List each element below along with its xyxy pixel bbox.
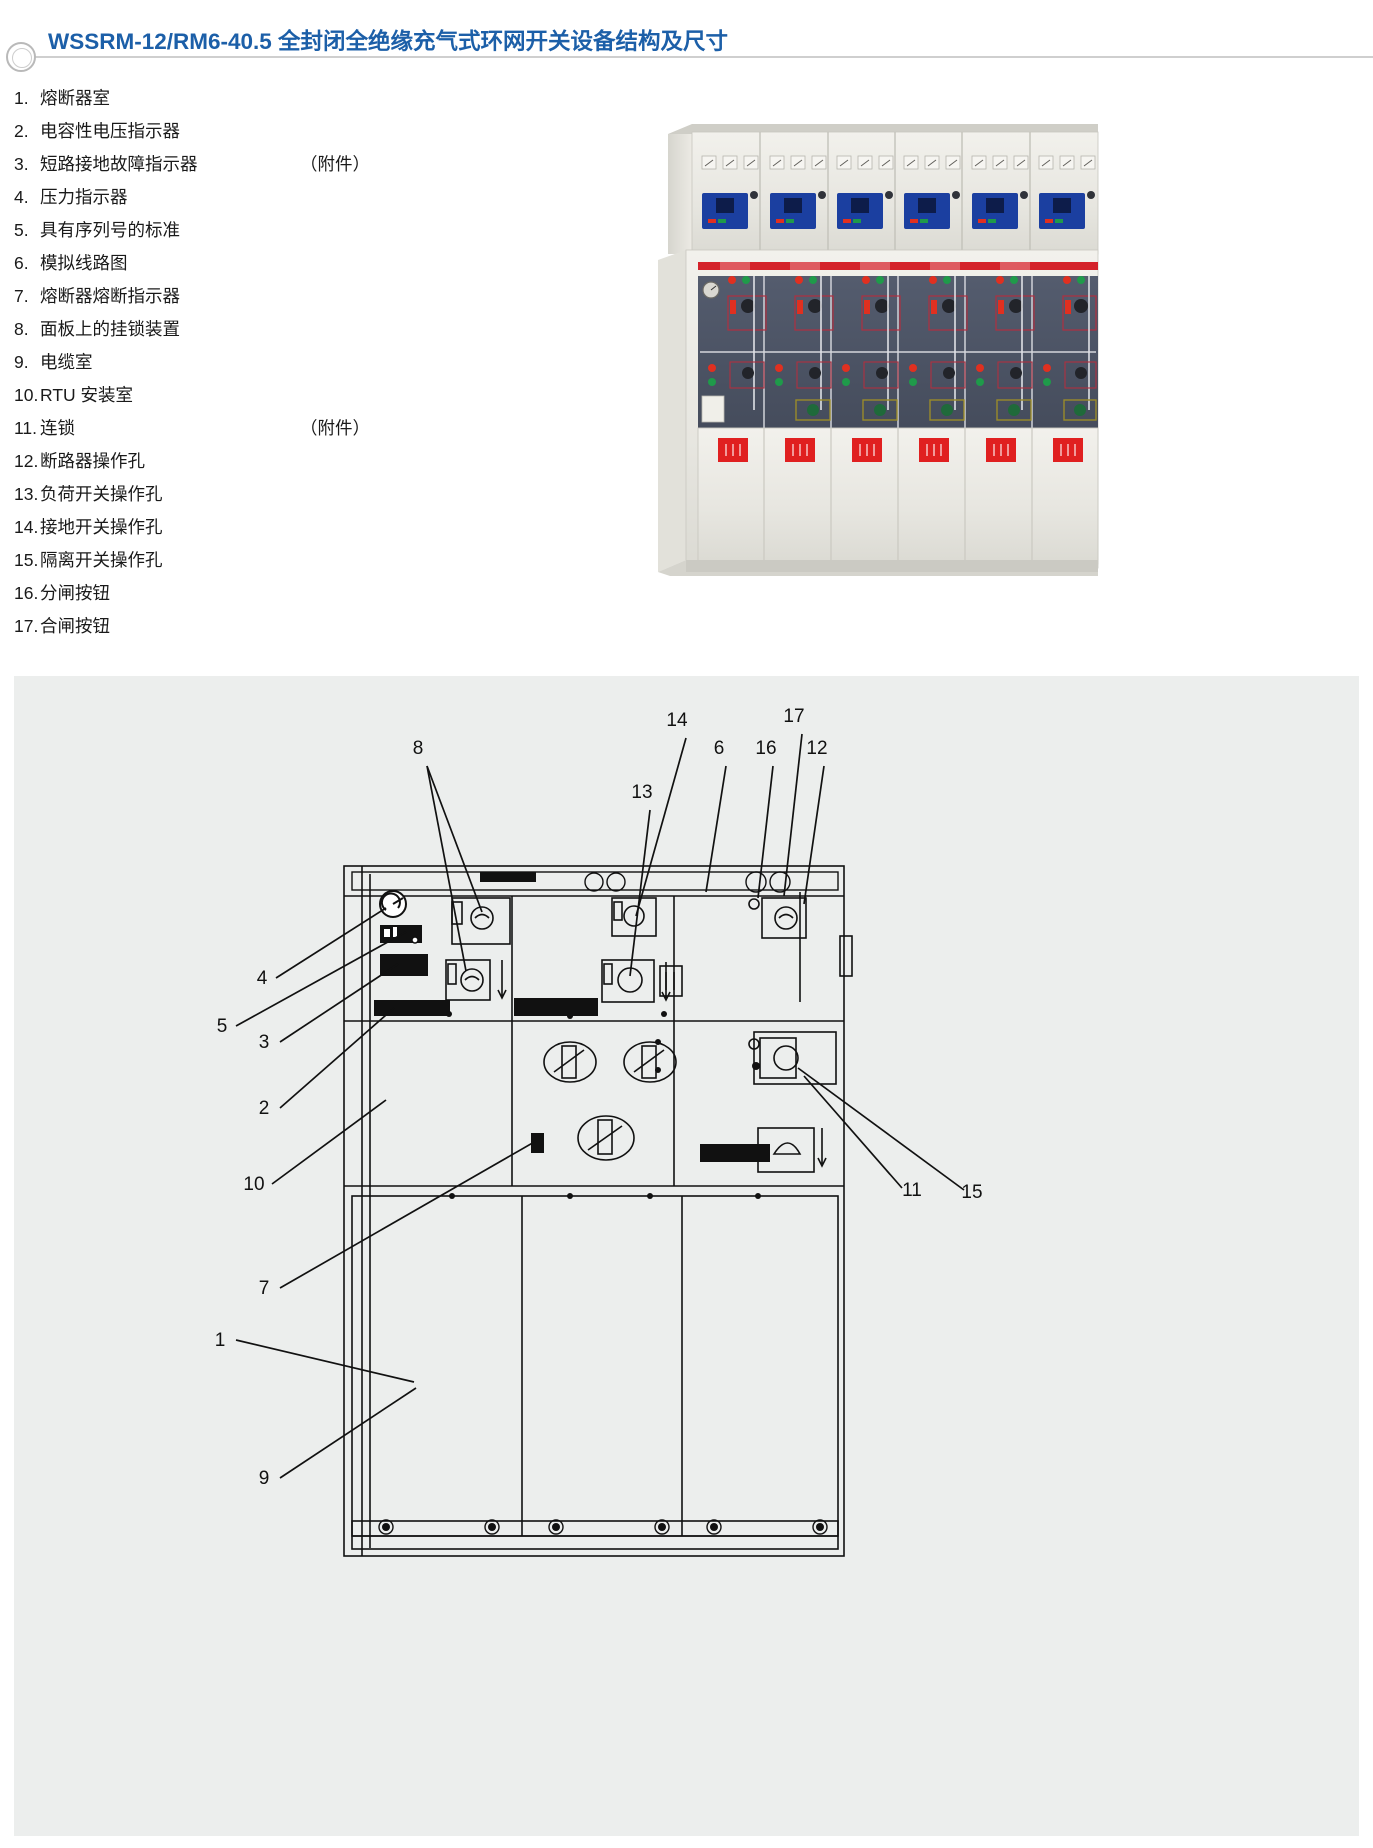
cabinet-outline	[343, 865, 845, 1557]
callout-7: 7	[259, 1278, 270, 1299]
product-photo	[640, 110, 1140, 600]
legend-label: 熔断器熔断指示器	[40, 286, 180, 306]
legend-label: 模拟线路图	[40, 253, 128, 273]
list-item: 12.断路器操作孔	[14, 445, 634, 478]
legend-number: 5.	[14, 220, 29, 240]
legend-number: 13.	[14, 484, 39, 504]
legend-label: 短路接地故障指示器	[40, 154, 198, 174]
list-item: 2. 电容性电压指示器	[14, 115, 634, 148]
legend-number: 7.	[14, 286, 29, 306]
legend-note: （附件）	[300, 418, 370, 438]
legend-label: 压力指示器	[40, 187, 128, 207]
list-item: 11.连锁 （附件）	[14, 412, 634, 445]
list-item: 13.负荷开关操作孔	[14, 478, 634, 511]
legend-number: 11.	[14, 418, 38, 438]
header-divider	[30, 56, 1373, 58]
legend-number: 14.	[14, 517, 39, 537]
ring-icon	[6, 42, 36, 72]
legend-label: 面板上的挂锁装置	[40, 319, 180, 339]
list-item: 4. 压力指示器	[14, 181, 634, 214]
list-item: 16.分闸按钮	[14, 577, 634, 610]
fault-indicator-symbol	[380, 954, 428, 976]
callout-2: 2	[259, 1098, 270, 1119]
legend-label: 具有序列号的标准	[40, 220, 180, 240]
legend-label: 电容性电压指示器	[40, 121, 180, 141]
callout-4: 4	[257, 968, 268, 989]
legend-label: 合闸按钮	[40, 616, 110, 636]
callout-6: 6	[714, 738, 725, 759]
list-item: 10.RTU 安装室	[14, 379, 634, 412]
list-item: 5. 具有序列号的标准	[14, 214, 634, 247]
callout-5: 5	[217, 1016, 228, 1037]
callout-9: 9	[259, 1468, 270, 1489]
pressure-gauge-symbol	[379, 890, 407, 918]
page-title: WSSRM-12/RM6-40.5 全封闭全绝缘充气式环网开关设备结构及尺寸	[48, 29, 729, 54]
list-item: 1. 熔断器室	[14, 82, 634, 115]
page-header: WSSRM-12/RM6-40.5 全封闭全绝缘充气式环网开关设备结构及尺寸	[0, 0, 1373, 72]
callout-1: 1	[215, 1330, 226, 1351]
callout-leaders	[235, 733, 965, 1479]
legend-number: 1.	[14, 88, 29, 108]
callout-3: 3	[259, 1032, 270, 1053]
legend-number: 16.	[14, 583, 39, 603]
legend-number: 10.	[14, 385, 39, 405]
photo-main-cabinets	[658, 249, 1099, 576]
photo-upper-cabinets	[668, 124, 1099, 255]
callout-16: 16	[755, 738, 776, 759]
legend-number: 2.	[14, 121, 29, 141]
legend-number: 12.	[14, 451, 39, 471]
list-item: 3. 短路接地故障指示器 （附件）	[14, 148, 634, 181]
list-item: 7. 熔断器熔断指示器	[14, 280, 634, 313]
legend-number: 4.	[14, 187, 29, 207]
legend-label: 断路器操作孔	[40, 451, 145, 471]
callout-14: 14	[666, 710, 688, 731]
legend-number: 8.	[14, 319, 29, 339]
list-item: 6. 模拟线路图	[14, 247, 634, 280]
callout-17: 17	[783, 706, 804, 727]
list-item: 9. 电缆室	[14, 346, 634, 379]
callout-labels: 8 13 14 6 16 17 12 4 5 3 2 10 7 1 9 11 1…	[215, 706, 983, 1489]
list-item: 15.隔离开关操作孔	[14, 544, 634, 577]
legend-label: 电缆室	[40, 352, 93, 372]
legend-label: 熔断器室	[40, 88, 110, 108]
legend-number: 6.	[14, 253, 29, 273]
legend-label: 隔离开关操作孔	[40, 550, 163, 570]
callout-12: 12	[806, 738, 827, 759]
callout-13: 13	[631, 782, 652, 803]
list-item: 17.合闸按钮	[14, 610, 634, 643]
legend-label: 分闸按钮	[40, 583, 110, 603]
callout-11: 11	[902, 1180, 922, 1201]
legend-number: 9.	[14, 352, 29, 372]
legend-number: 17.	[14, 616, 39, 636]
legend-number: 15.	[14, 550, 39, 570]
legend-number: 3.	[14, 154, 29, 174]
legend-label: 连锁	[40, 418, 75, 438]
legend-note: （附件）	[300, 154, 370, 174]
legend-label: RTU 安装室	[40, 385, 134, 405]
legend-list: 1. 熔断器室 2. 电容性电压指示器 3. 短路接地故障指示器 （附件） 4. 压力指…	[14, 82, 634, 643]
technical-drawing: 8 13 14 6 16 17 12 4 5 3 2 10 7 1 9 11 1…	[14, 676, 1359, 1836]
legend-label: 负荷开关操作孔	[40, 484, 163, 504]
list-item: 14.接地开关操作孔	[14, 511, 634, 544]
list-item: 8. 面板上的挂锁装置	[14, 313, 634, 346]
callout-8: 8	[413, 738, 424, 759]
callout-15: 15	[961, 1182, 982, 1203]
voltage-indicator-symbol	[374, 1000, 450, 1016]
legend-label: 接地开关操作孔	[40, 517, 163, 537]
callout-10: 10	[243, 1174, 264, 1195]
